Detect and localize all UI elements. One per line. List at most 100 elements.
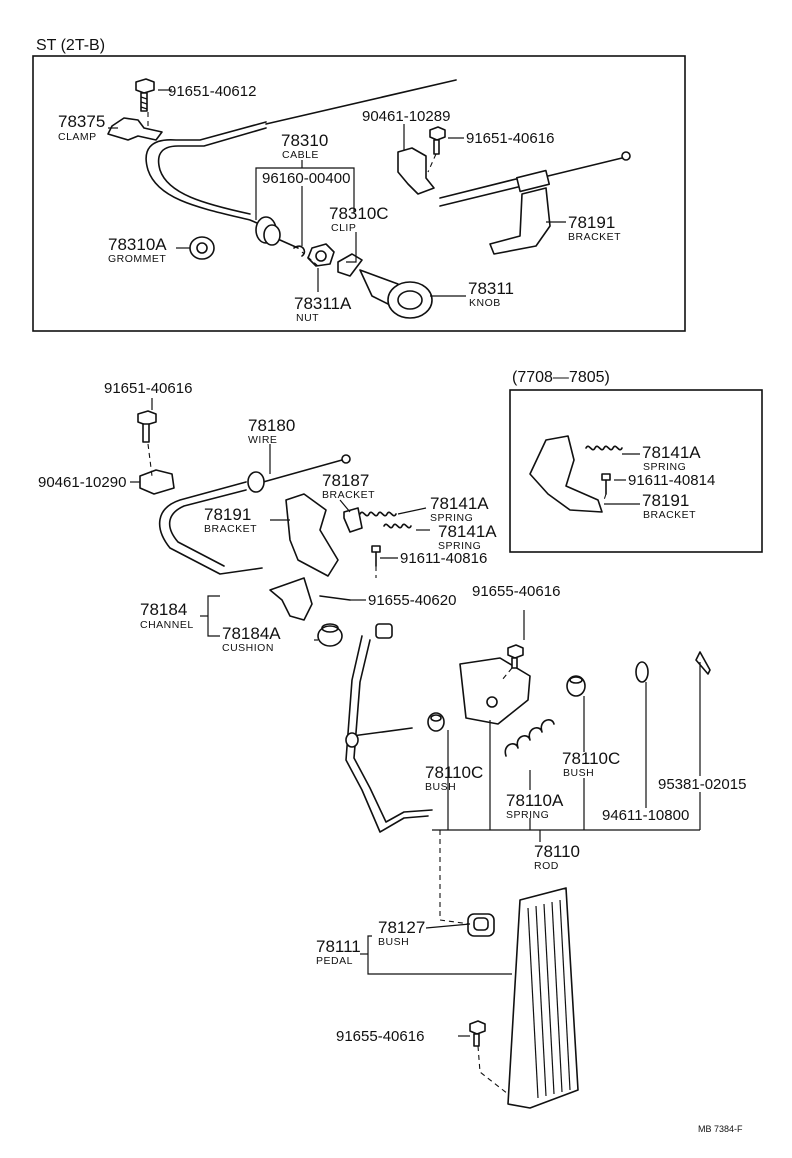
label-78110c-right: 78110C: [562, 749, 620, 768]
label-95381-02015: 95381-02015: [658, 776, 746, 793]
label-78110: 78110: [534, 842, 580, 861]
bolt-91651-40616-top-drawing: [429, 126, 446, 155]
label-78311a: 78311A: [294, 294, 352, 313]
bracket-78187-drawing: [343, 507, 363, 533]
label-78375: 78375: [58, 112, 105, 131]
label-78141a-1: 78141A: [430, 494, 489, 513]
label-78375-name: CLAMP: [58, 131, 97, 143]
grommet-78310a-drawing: [189, 236, 215, 260]
header-model: ST (2T-B): [36, 37, 105, 54]
label-78310-name: CABLE: [282, 149, 319, 161]
label-78110c-left: 78110C: [425, 763, 483, 782]
wire-fitting-drawing: [247, 471, 265, 493]
cable-end-drawing: [255, 216, 299, 249]
label-78310c-name: CLIP: [331, 222, 356, 234]
spring-78141a-upper-drawing: [359, 511, 397, 517]
label-78311: 78311: [468, 279, 514, 298]
clamp-78375-drawing: [107, 117, 163, 141]
label-78191-lower: 78191: [204, 505, 251, 524]
screw-91611-40816-drawing: [371, 545, 381, 567]
label-78141a-1-name: SPRING: [430, 512, 473, 524]
bolt-91655-40620-drawing: [319, 595, 351, 601]
pedal-78111-drawing: [507, 887, 579, 1109]
bolt-91651-40616-lower-drawing: [137, 410, 157, 443]
bracket-78191-lower-drawing: [285, 493, 339, 577]
screw-91611-40814-drawing: [601, 473, 611, 495]
spring-78141a-lower-drawing: [383, 523, 412, 529]
label-78310a-name: GROMMET: [108, 253, 166, 265]
label-78110c-right-name: BUSH: [563, 767, 594, 779]
label-78311a-name: NUT: [296, 312, 319, 324]
label-78180: 78180: [248, 416, 295, 435]
label-91651-40612: 91651-40612: [168, 83, 256, 100]
label-78111-name: PEDAL: [316, 955, 353, 967]
clamp-90461-10289-drawing: [397, 147, 435, 195]
label-78184a: 78184A: [222, 624, 281, 643]
cable-sheath-drawing: [145, 121, 267, 227]
label-91611-40816: 91611-40816: [400, 550, 487, 567]
header-variant: (7708—7805): [512, 369, 610, 386]
pedal-bracket-drawing: [459, 657, 531, 725]
knob-78311-drawing: [359, 269, 433, 319]
label-78310a: 78310A: [108, 235, 167, 254]
bolt-91655-40616-upper-drawing: [507, 644, 524, 669]
cable-fitting-right-drawing: [515, 151, 631, 193]
label-91655-40620: 91655-40620: [368, 592, 456, 609]
label-90461-10289: 90461-10289: [362, 108, 450, 125]
bush-78127-drawing: [467, 913, 495, 937]
label-78110c-left-name: BUSH: [425, 781, 456, 793]
label-78310: 78310: [281, 131, 328, 150]
label-78191-lower-name: BRACKET: [204, 523, 257, 535]
label-96160-00400: 96160-00400: [262, 170, 350, 187]
variant-section-frame: [509, 389, 763, 553]
label-78110a: 78110A: [506, 791, 564, 810]
clip-96160-drawing: [293, 245, 306, 257]
label-78310c: 78310C: [329, 204, 389, 223]
label-78141a-2-name: SPRING: [438, 540, 481, 552]
nut-78311a-drawing: [307, 243, 335, 267]
label-78141a-2: 78141A: [438, 522, 497, 541]
bracket-78191-variant-drawing: [529, 435, 603, 513]
label-91651-40616-top: 91651-40616: [466, 130, 554, 147]
label-78141a-variant-name: SPRING: [643, 461, 686, 473]
label-90461-10290: 90461-10290: [38, 474, 126, 491]
label-78191-variant: 78191: [642, 491, 689, 510]
bracket-78191-top-drawing: [489, 187, 551, 255]
label-78311-name: KNOB: [469, 297, 501, 309]
label-78110a-name: SPRING: [506, 809, 549, 821]
label-78191-variant-name: BRACKET: [643, 509, 696, 521]
label-91651-40616-lower: 91651-40616: [104, 380, 192, 397]
label-78127: 78127: [378, 918, 425, 937]
label-78111: 78111: [316, 937, 361, 956]
pin-95381-drawing: [695, 651, 711, 675]
label-78184: 78184: [140, 600, 187, 619]
dashed-assembly-lines: [147, 112, 607, 1095]
rod-78110-drawing: [345, 635, 429, 833]
label-78127-name: BUSH: [378, 936, 409, 948]
label-78184-name: CHANNEL: [140, 619, 194, 631]
clamp-90461-10290-drawing: [139, 469, 175, 495]
cushion-78184a-drawing: [317, 623, 343, 647]
bolt-91655-40616-lower-drawing: [469, 1020, 486, 1047]
label-78191-top: 78191: [568, 213, 615, 232]
label-78187: 78187: [322, 471, 369, 490]
label-78180-name: WIRE: [248, 434, 277, 446]
st-section-frame: [32, 55, 686, 332]
footer-code: MB 7384-F: [698, 1124, 743, 1134]
spring-78141a-variant-drawing: [585, 445, 623, 451]
label-91611-40814: 91611-40814: [628, 472, 715, 489]
label-91655-40616-upper: 91655-40616: [472, 583, 560, 600]
label-78184a-name: CUSHION: [222, 642, 274, 654]
bolt-91651-40612-drawing: [135, 78, 155, 112]
spring-78110a-drawing: [504, 719, 555, 757]
label-94611-10800: 94611-10800: [602, 807, 689, 824]
label-91655-40616-lower: 91655-40616: [336, 1028, 424, 1045]
clip-78310c-drawing: [337, 253, 363, 277]
leader-lines: [108, 89, 701, 1037]
label-78187-name: BRACKET: [322, 489, 375, 501]
label-78110-name: ROD: [534, 860, 559, 872]
channel-78184-drawing: [269, 577, 313, 621]
bush-78110c-left-drawing: [427, 712, 445, 732]
label-78141a-variant: 78141A: [642, 443, 701, 462]
